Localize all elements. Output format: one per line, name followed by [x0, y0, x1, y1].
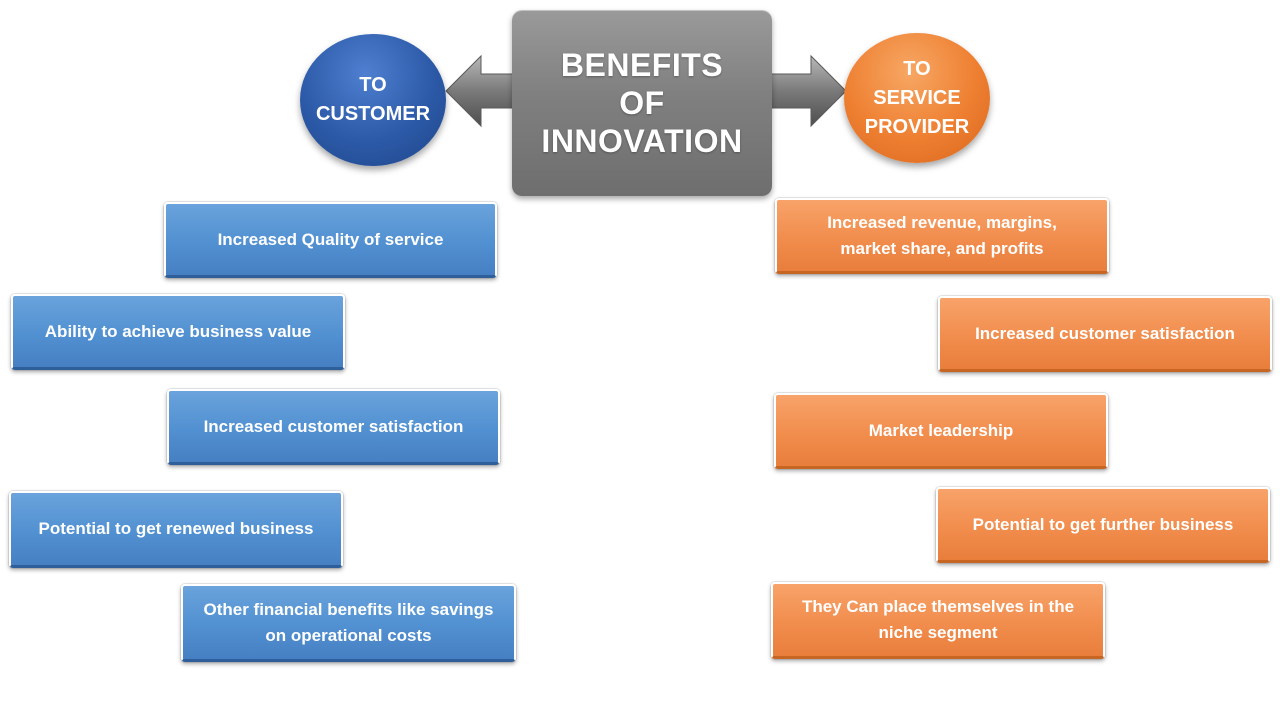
provider-benefit-market-leadership: Market leadership — [774, 393, 1108, 469]
customer-benefit-quality: Increased Quality of service — [164, 202, 497, 278]
benefits-of-innovation-box: BENEFITS OF INNOVATION — [512, 10, 772, 196]
to-service-provider-label: TO SERVICE PROVIDER — [864, 57, 970, 138]
customer-benefit-satisfaction: Increased customer satisfaction — [167, 389, 500, 465]
center-title: BENEFITS OF INNOVATION — [541, 47, 743, 159]
customer-benefit-financial: Other financial benefits like savings on… — [181, 584, 516, 662]
to-customer-label: TO CUSTOMER — [315, 74, 431, 125]
to-customer-circle: TO CUSTOMER — [300, 34, 446, 166]
arrow-left — [445, 54, 515, 128]
provider-benefit-further-business: Potential to get further business — [936, 487, 1270, 563]
provider-benefit-revenue: Increased revenue, margins, market share… — [775, 198, 1109, 274]
provider-benefit-niche-segment: They Can place themselves in the niche s… — [771, 582, 1105, 659]
customer-benefit-business-value: Ability to achieve business value — [11, 294, 345, 370]
to-service-provider-circle: TO SERVICE PROVIDER — [844, 33, 990, 163]
provider-benefit-satisfaction: Increased customer satisfaction — [938, 296, 1272, 372]
arrow-right — [769, 54, 847, 128]
customer-benefit-renewed-business: Potential to get renewed business — [9, 491, 343, 568]
